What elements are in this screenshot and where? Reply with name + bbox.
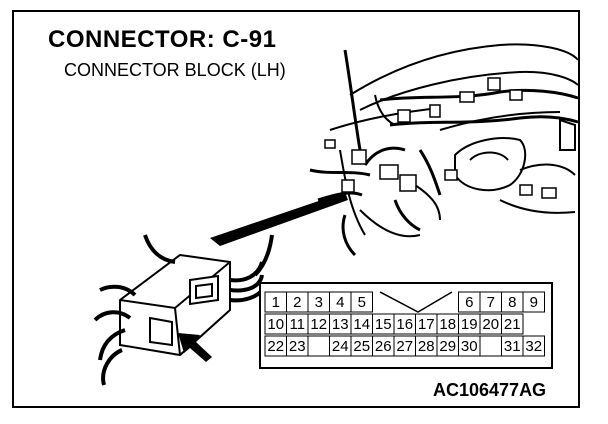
pin-label: 16 bbox=[396, 316, 413, 333]
connector-wires bbox=[93, 234, 274, 386]
callout-pointer bbox=[210, 192, 348, 246]
pin-label: 31 bbox=[504, 338, 521, 355]
diagram-frame bbox=[12, 10, 580, 408]
pin-label: 30 bbox=[461, 338, 478, 355]
dashboard-outline bbox=[329, 43, 579, 238]
pin-label: 21 bbox=[504, 316, 521, 333]
pin-cell bbox=[350, 291, 373, 313]
pin-label: 27 bbox=[396, 338, 413, 355]
pin-label: 14 bbox=[353, 316, 370, 333]
pin-label: 29 bbox=[439, 338, 456, 355]
pin-label: 13 bbox=[332, 316, 349, 333]
pin-label: 10 bbox=[267, 316, 284, 333]
pin-label: 26 bbox=[375, 338, 392, 355]
pin-label: 19 bbox=[461, 316, 478, 333]
pin-label: 12 bbox=[310, 316, 327, 333]
pin-cell bbox=[522, 291, 545, 313]
pin-label: 5 bbox=[358, 294, 366, 311]
connector-subtitle: CONNECTOR BLOCK (LH) bbox=[64, 60, 286, 80]
pin-label: 2 bbox=[293, 294, 301, 311]
pin-label: 4 bbox=[336, 294, 344, 311]
pin-label: 24 bbox=[332, 338, 349, 355]
pin-label: 32 bbox=[525, 338, 542, 355]
connector-block bbox=[119, 253, 231, 357]
pin-cell bbox=[501, 313, 524, 335]
pin-label: 3 bbox=[315, 294, 323, 311]
pin-label: 1 bbox=[272, 294, 280, 311]
pin-label: 9 bbox=[530, 294, 538, 311]
pin-cell bbox=[522, 335, 545, 357]
figure-code: AC106477AG bbox=[433, 380, 547, 400]
pin-label: 20 bbox=[482, 316, 499, 333]
connector-arrow bbox=[178, 333, 212, 362]
pin-label: 25 bbox=[353, 338, 370, 355]
dash-connectors bbox=[324, 77, 557, 199]
pin-label: 18 bbox=[439, 316, 456, 333]
pin-label: 8 bbox=[508, 294, 516, 311]
pin-label: 7 bbox=[487, 294, 495, 311]
pin-label: 17 bbox=[418, 316, 435, 333]
pin-label: 11 bbox=[289, 316, 305, 333]
pin-cell bbox=[479, 335, 502, 357]
pin-label: 23 bbox=[289, 338, 306, 355]
pin-label: 6 bbox=[465, 294, 473, 311]
pin-label: 15 bbox=[375, 316, 392, 333]
pin-cell bbox=[307, 335, 330, 357]
harness-wires-dash bbox=[309, 49, 579, 257]
connector-key-notch bbox=[379, 291, 453, 313]
pin-label: 22 bbox=[267, 338, 284, 355]
connector-title: CONNECTOR: C-91 bbox=[48, 26, 277, 53]
pin-label: 28 bbox=[418, 338, 435, 355]
